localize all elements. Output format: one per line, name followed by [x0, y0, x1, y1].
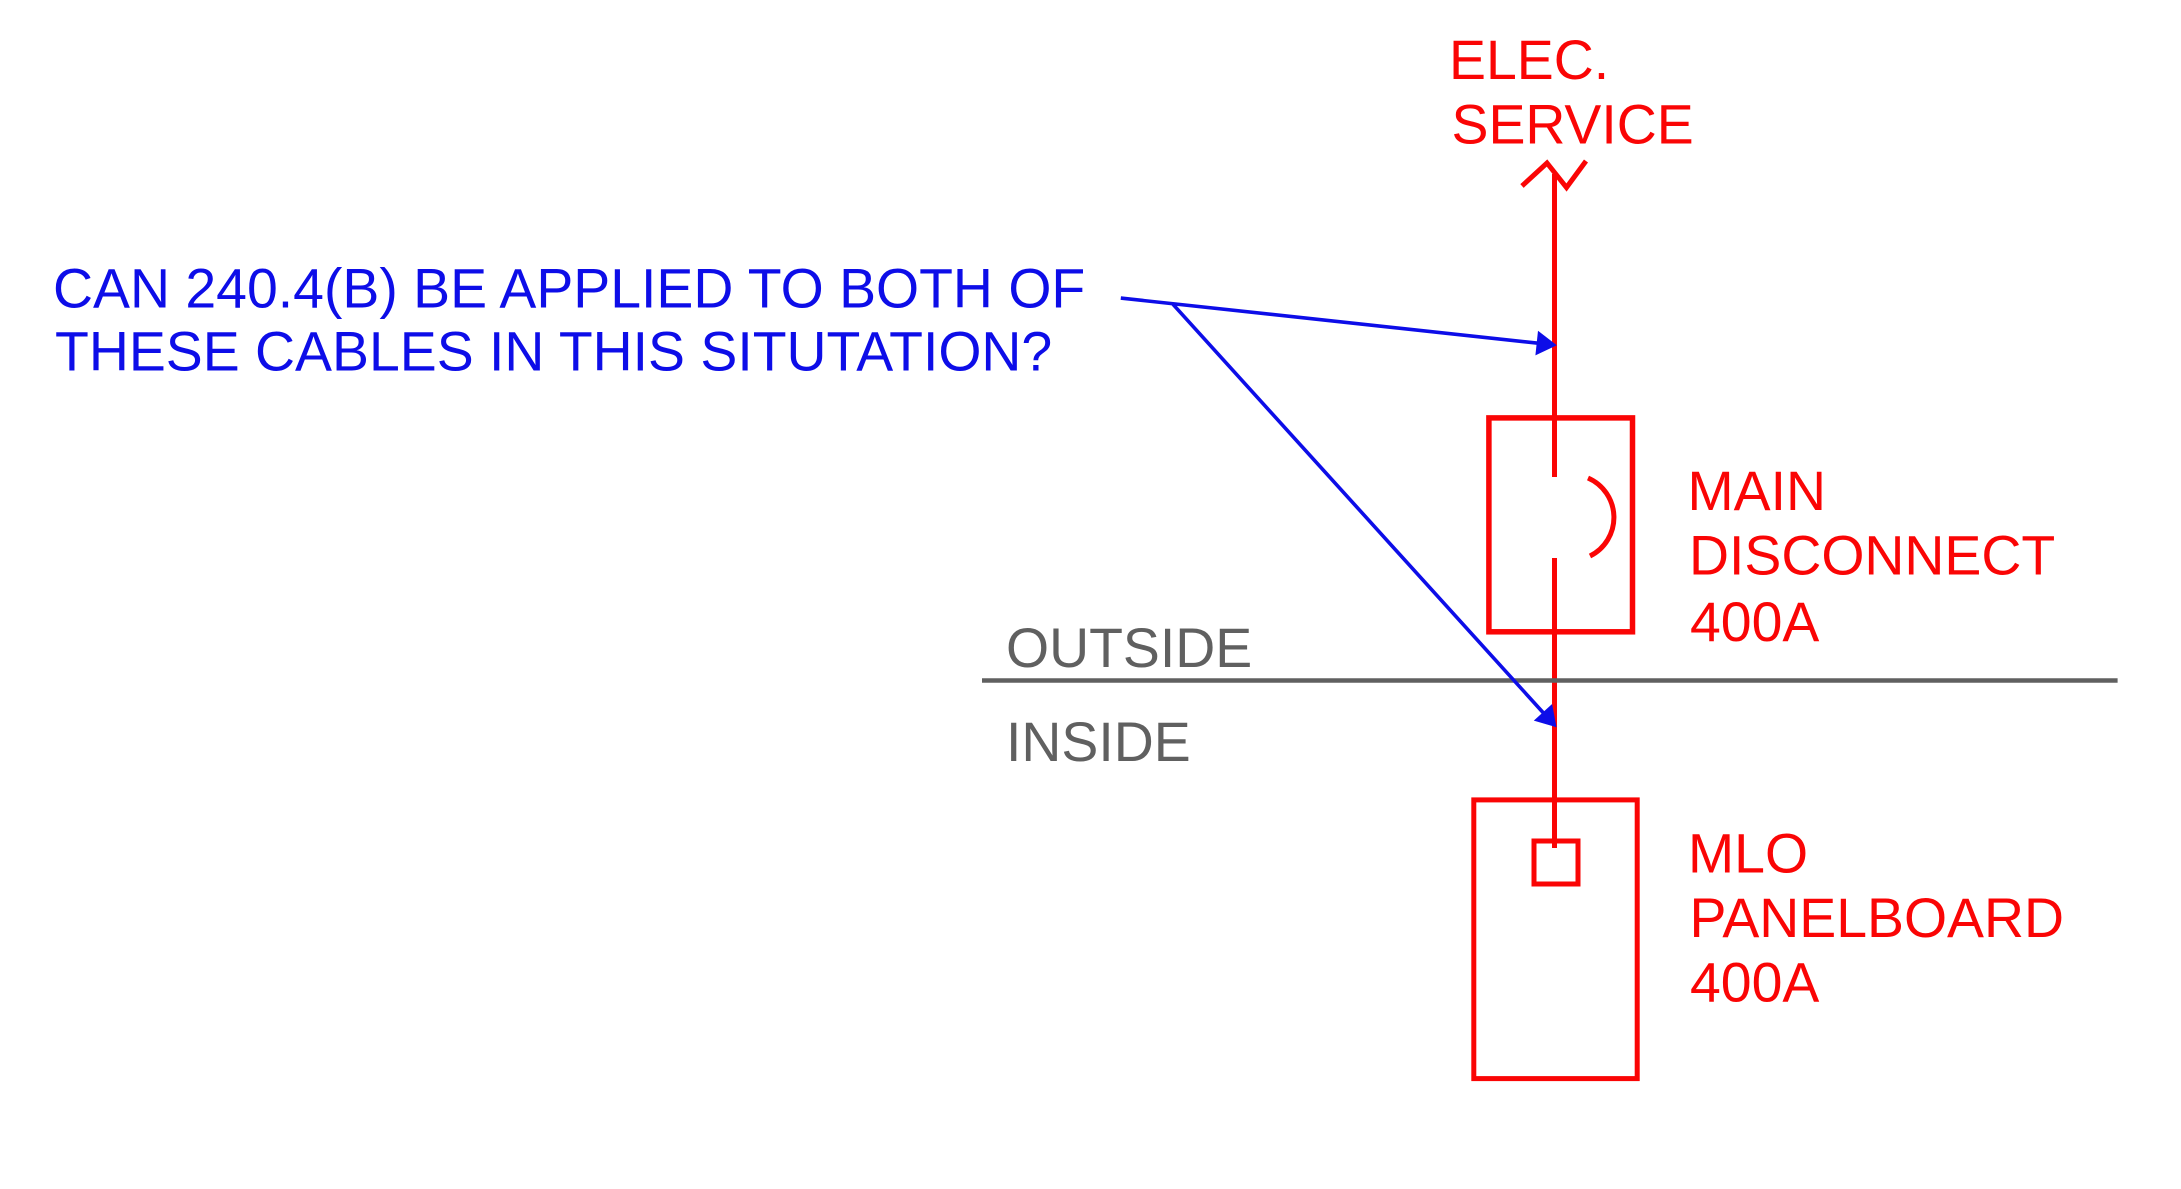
svg-text:DISCONNECT: DISCONNECT [1689, 525, 2055, 587]
svg-text:SERVICE: SERVICE [1452, 94, 1694, 156]
svg-text:400A: 400A [1690, 591, 1819, 653]
svg-text:MAIN: MAIN [1688, 460, 1826, 522]
svg-text:PANELBOARD: PANELBOARD [1690, 887, 2065, 949]
svg-text:THESE CABLES IN THIS SITUTATIO: THESE CABLES IN THIS SITUTATION? [55, 321, 1052, 383]
svg-text:INSIDE: INSIDE [1006, 711, 1191, 773]
svg-text:ELEC.: ELEC. [1449, 29, 1609, 91]
svg-text:MLO: MLO [1688, 823, 1808, 885]
svg-text:OUTSIDE: OUTSIDE [1006, 617, 1252, 679]
svg-text:400A: 400A [1690, 952, 1819, 1014]
svg-text:CAN 240.4(B) BE APPLIED TO BOT: CAN 240.4(B) BE APPLIED TO BOTH OF [53, 258, 1085, 320]
